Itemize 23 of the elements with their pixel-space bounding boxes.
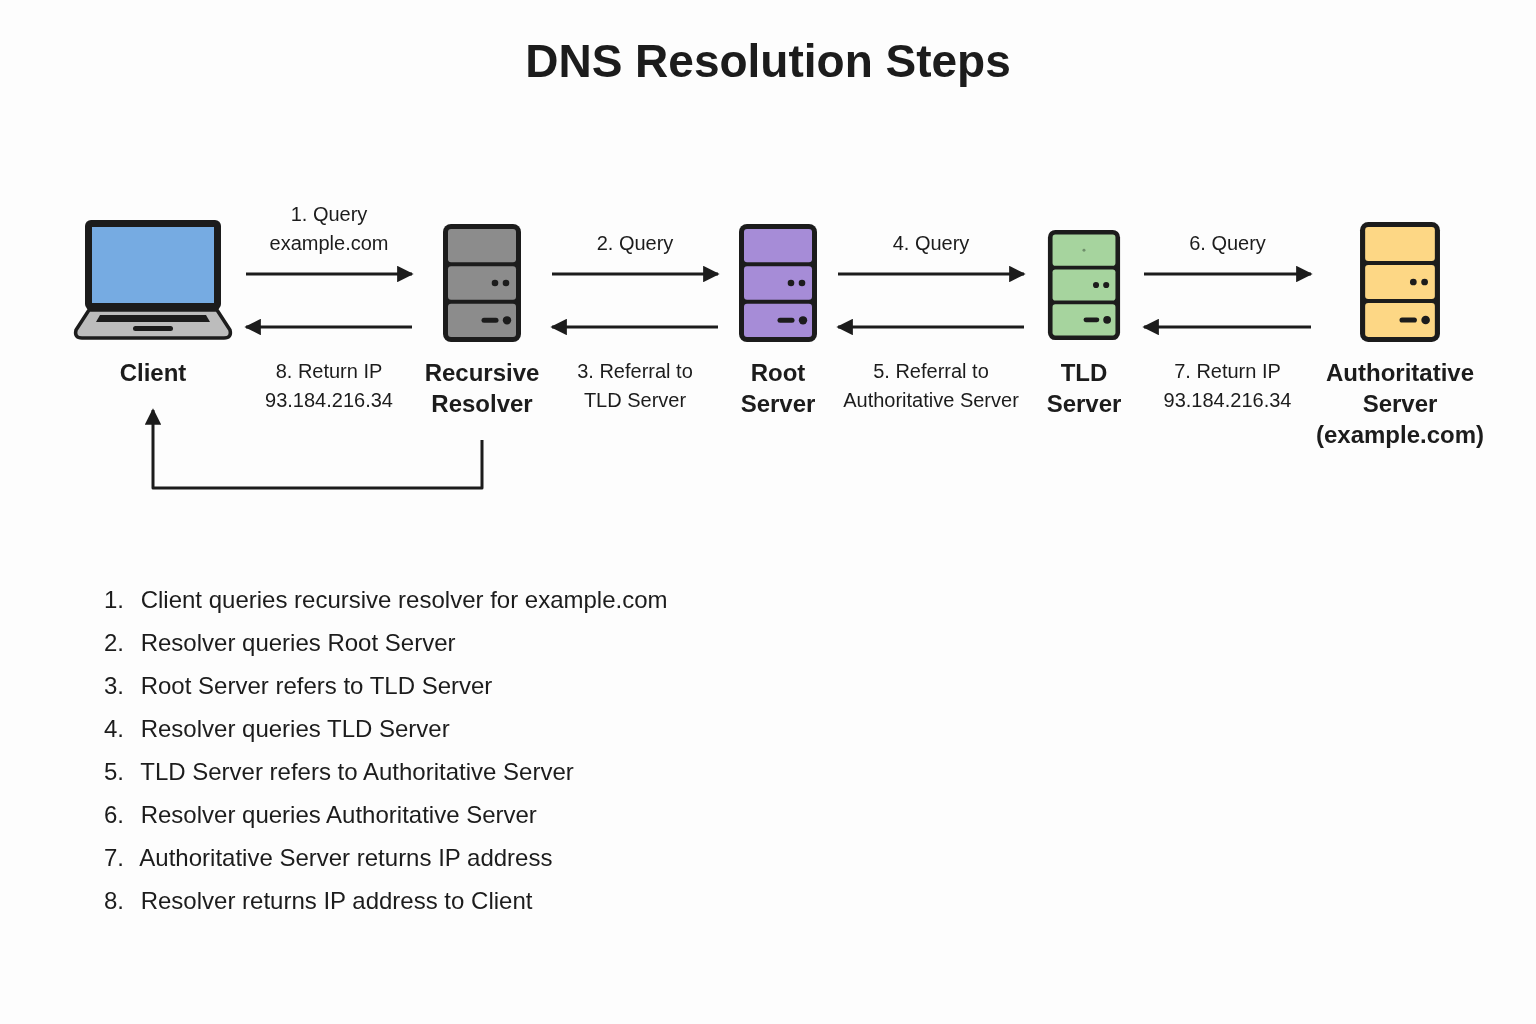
arrow: [244, 318, 412, 336]
step-description: 4. Resolver queries TLD Server: [104, 714, 450, 744]
step-description: 3. Root Server refers to TLD Server: [104, 671, 493, 701]
arrow: [144, 408, 484, 490]
arrow: [550, 318, 718, 336]
arrow: [246, 265, 414, 283]
step-description: 2. Resolver queries Root Server: [104, 628, 456, 658]
arrow: [836, 318, 1024, 336]
step-description: 5. TLD Server refers to Authoritative Server: [104, 757, 574, 787]
diagram-title: DNS Resolution Steps: [525, 34, 1011, 89]
node-label: Recursive Resolver: [424, 358, 540, 419]
step-description: 7. Authoritative Server returns IP address: [104, 843, 553, 873]
arrow: [1144, 265, 1313, 283]
step-description: 6. Resolver queries Authoritative Server: [104, 800, 537, 830]
node-label: Client: [119, 358, 187, 388]
arrow: [1142, 318, 1311, 336]
step-description: 8. Resolver returns IP address to Client: [104, 886, 533, 916]
step-description: 1. Client queries recursive resolver for example.com: [104, 585, 668, 615]
node-label: Root Server: [740, 358, 816, 419]
arrow: [552, 265, 720, 283]
arrow: [838, 265, 1026, 283]
node-label: TLD Server: [1046, 358, 1122, 419]
node-label: Authoritative Server (example.com): [1315, 358, 1485, 450]
